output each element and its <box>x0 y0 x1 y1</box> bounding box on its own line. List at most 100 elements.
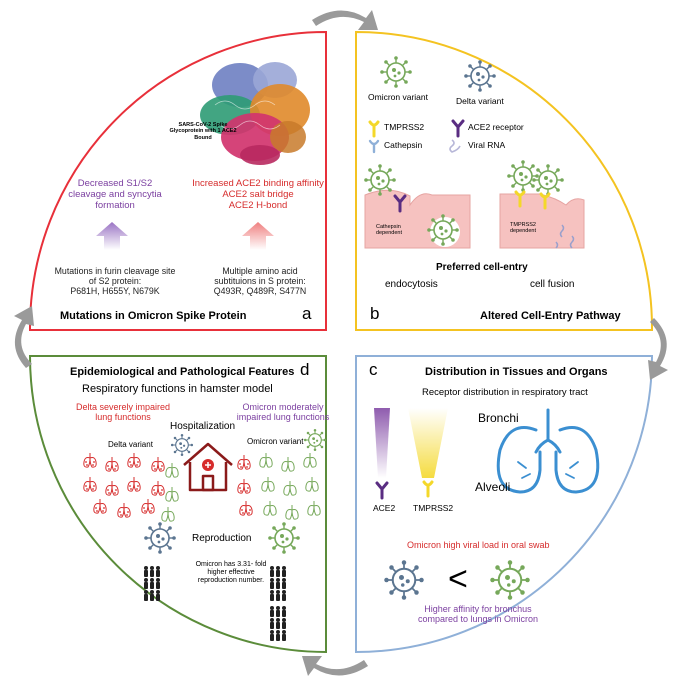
quadrant-b-frame <box>355 30 654 331</box>
cathepsin-dependent-label: Cathepsin dependent <box>376 224 402 237</box>
furin-mutations-text: Mutations in furin cleavage site of S2 p… <box>50 266 180 296</box>
repro-line: reproduction number. <box>197 577 265 585</box>
quadrant-d-title: Epidemiological and Pathological Feature… <box>70 366 295 378</box>
omicron-virus-icon <box>379 55 413 89</box>
quadrant-c-title: Distribution in Tissues and Organs <box>425 366 608 378</box>
cathepsin-legend-icon <box>368 139 380 154</box>
omicron-variant-label: Omicron variant <box>247 437 304 446</box>
omicron-hamster-lungs <box>237 452 321 520</box>
mutation-line: P681H, H655Y, N679K <box>70 286 160 297</box>
quadrant-a-frame <box>28 30 327 331</box>
hospital-icon <box>183 442 233 492</box>
quadrant-d-letter: d <box>300 360 310 379</box>
reproduction-label: Reproduction <box>192 533 252 544</box>
omicron-virus-icon <box>303 428 327 452</box>
cathepsin-legend-label: Cathepsin <box>384 140 423 150</box>
ace2-bar-label: ACE2 <box>373 503 396 513</box>
increased-affinity-text: Increased ACE2 binding affinity ACE2 sal… <box>186 178 330 212</box>
label-line: TMPRSS2 <box>510 222 536 228</box>
protein-caption-line: Bound <box>194 134 212 141</box>
preferred-cell-entry: Preferred cell-entry <box>436 262 528 273</box>
alveoli-label: Alveoli <box>475 480 511 494</box>
mutation-line: of S2 protein: <box>88 276 142 287</box>
effect-line: ACE2 H-bond <box>228 199 288 211</box>
reproduction-number-text: Omicron has 3.31- fold higher effective … <box>186 561 276 585</box>
purple-up-arrow <box>96 222 128 250</box>
delta-variant-label: Delta variant <box>456 96 504 106</box>
spike-protein-illustration <box>200 62 310 165</box>
tmprss2-dependent-label: TMPRSS2 dependent <box>510 222 536 235</box>
impair-line: Omicron moderately <box>242 402 324 412</box>
tmprss2-bar-label: TMPRSS2 <box>413 503 454 513</box>
tmprss2-legend-label: TMPRSS2 <box>384 122 425 132</box>
mutation-line: Mutations in furin cleavage site <box>54 266 176 276</box>
omicron-virus-icon <box>506 159 540 193</box>
delta-variant-label: Delta variant <box>108 440 153 449</box>
s-protein-substitutions-text: Multiple amino acid subtituions in S pro… <box>202 266 318 296</box>
omicron-virus-icon <box>267 521 301 555</box>
affinity-line: compared to lungs in Omicron <box>417 614 539 625</box>
ace2-gradient-bar <box>374 408 390 478</box>
delta-virus-icon <box>143 521 177 555</box>
label-line: Cathepsin <box>376 224 401 230</box>
bronchi-label: Bronchi <box>478 411 519 425</box>
tmprss2-gradient-bar <box>408 408 448 478</box>
mutation-line: subtituions in S protein: <box>214 276 306 287</box>
quadrant-a-letter: a <box>302 304 312 323</box>
tmprss2-legend-icon <box>368 120 380 138</box>
effect-line: formation <box>95 199 135 211</box>
tmprss2-receptor-icon <box>422 480 434 498</box>
label-line: dependent <box>510 228 536 235</box>
viral-rna-legend-label: Viral RNA <box>468 140 506 150</box>
quadrant-d-frame <box>28 355 327 654</box>
bronchus-affinity-text: Higher affinity for bronchus compared to… <box>398 604 558 625</box>
delta-virus-icon <box>383 559 425 601</box>
effect-line: Increased ACE2 binding affinity <box>192 178 324 189</box>
hamster-model-label: Respiratory functions in hamster model <box>82 383 273 395</box>
omicron-impairment-text: Omicron moderately impaired lung functio… <box>228 402 338 423</box>
impair-line: Delta severely impaired <box>75 402 171 412</box>
quadrant-b-title: Altered Cell-Entry Pathway <box>480 310 621 322</box>
endocytosis-label: endocytosis <box>385 279 438 290</box>
cell-fusion-label: cell fusion <box>530 279 575 290</box>
impair-line: impaired lung functions <box>236 412 330 423</box>
fusion-cell <box>499 193 585 249</box>
quadrant-c-letter: c <box>369 360 378 379</box>
repro-line: Omicron has 3.31- fold <box>195 561 267 568</box>
viral-rna-legend-icon <box>449 139 461 153</box>
effect-line: Decreased S1/S2 <box>77 178 153 189</box>
ace2-legend-label: ACE2 receptor <box>468 122 524 132</box>
mutation-line: Q493R, Q489R, S477N <box>213 286 307 297</box>
omicron-virus-icon <box>363 163 397 197</box>
decreased-cleavage-text: Decreased S1/S2 cleavage and syncytia fo… <box>60 178 170 212</box>
effect-line: cleavage and syncytia <box>68 188 162 200</box>
affinity-line: Higher affinity for bronchus <box>424 604 532 614</box>
cycle-arrows <box>14 10 668 676</box>
viral-load-text: Omicron high viral load in oral swab <box>407 540 550 550</box>
protein-caption-line: SARS-CoV-2 Spike <box>178 122 228 128</box>
less-than-symbol: < <box>448 560 468 598</box>
delta-hamster-lungs <box>83 452 179 522</box>
hospitalization-label: Hospitalization <box>170 421 236 432</box>
delta-people-icon <box>144 566 160 601</box>
mutation-line: Multiple amino acid <box>222 266 298 276</box>
omicron-virus-icon <box>531 163 565 197</box>
effect-line: ACE2 salt bridge <box>222 188 294 200</box>
lungs-icon <box>496 408 600 494</box>
protein-caption: SARS-CoV-2 Spike Glycoprotein with 1 ACE… <box>168 122 238 141</box>
omicron-variant-label: Omicron variant <box>368 92 428 102</box>
quadrant-c-frame <box>355 355 654 654</box>
receptor-distribution-label: Receptor distribution in respiratory tra… <box>422 387 588 398</box>
quadrant-a-title: Mutations in Omicron Spike Protein <box>60 310 247 322</box>
repro-line: higher effective <box>207 569 255 577</box>
red-up-arrow <box>242 222 274 250</box>
ace2-receptor-icon <box>375 481 389 500</box>
delta-impairment-text: Delta severely impaired lung functions <box>58 402 188 423</box>
ace2-legend-icon <box>451 119 465 138</box>
viral-rna-icon <box>555 224 575 249</box>
impair-line: lung functions <box>95 412 151 423</box>
label-line: dependent <box>376 230 402 237</box>
omicron-virus-icon <box>489 559 531 601</box>
